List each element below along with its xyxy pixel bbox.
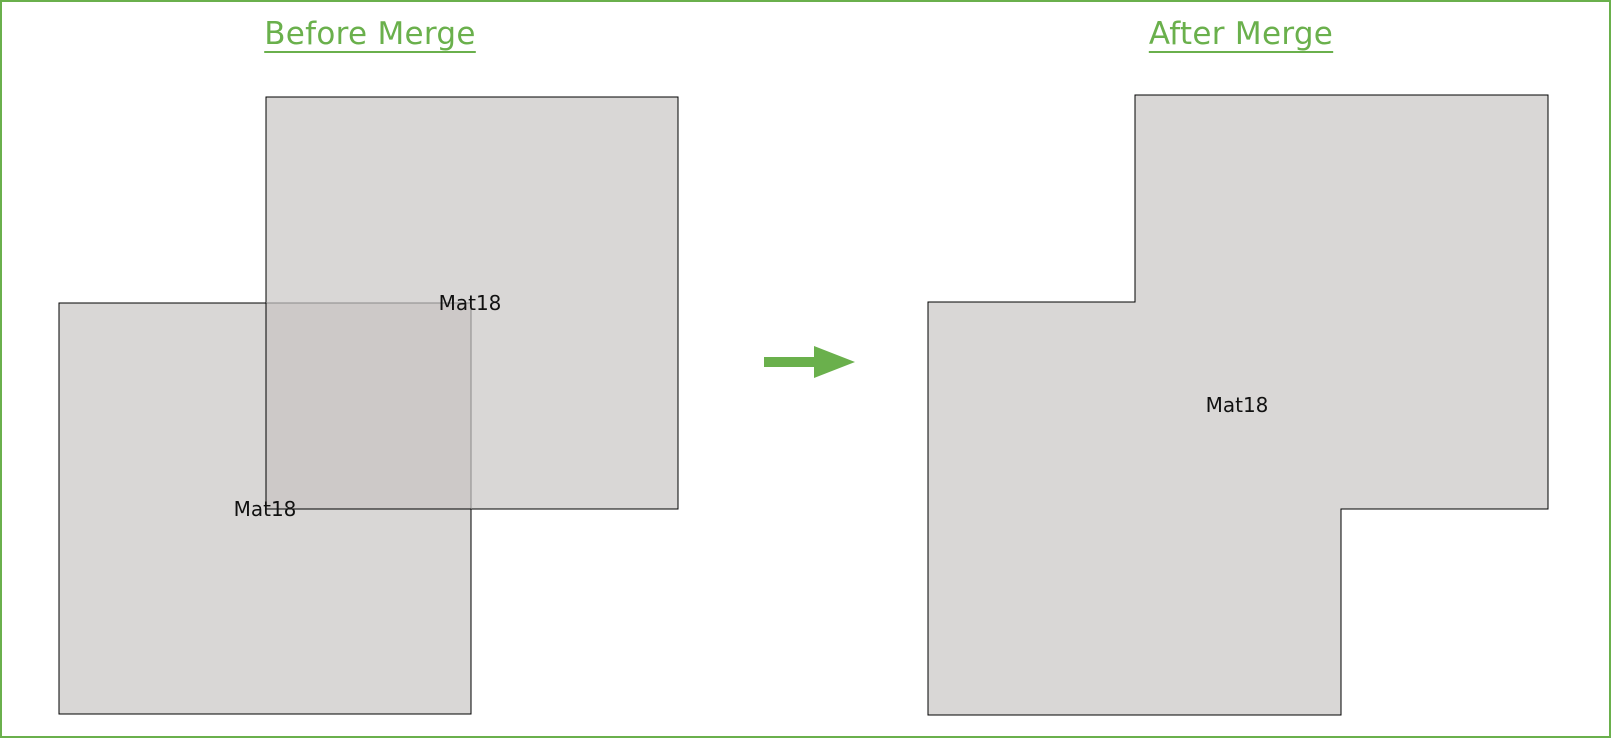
after-merged-shape-label: Mat18: [1206, 393, 1269, 417]
after-merged-shape: [927, 94, 1549, 716]
before-merge-heading: Before Merge: [264, 16, 476, 52]
before-square-bottom-label: Mat18: [234, 497, 297, 521]
before-square-top-label: Mat18: [439, 291, 502, 315]
before-overlap-region: [266, 303, 471, 509]
after-merge-heading: After Merge: [1148, 16, 1334, 52]
arrow-right-icon: [764, 346, 855, 378]
